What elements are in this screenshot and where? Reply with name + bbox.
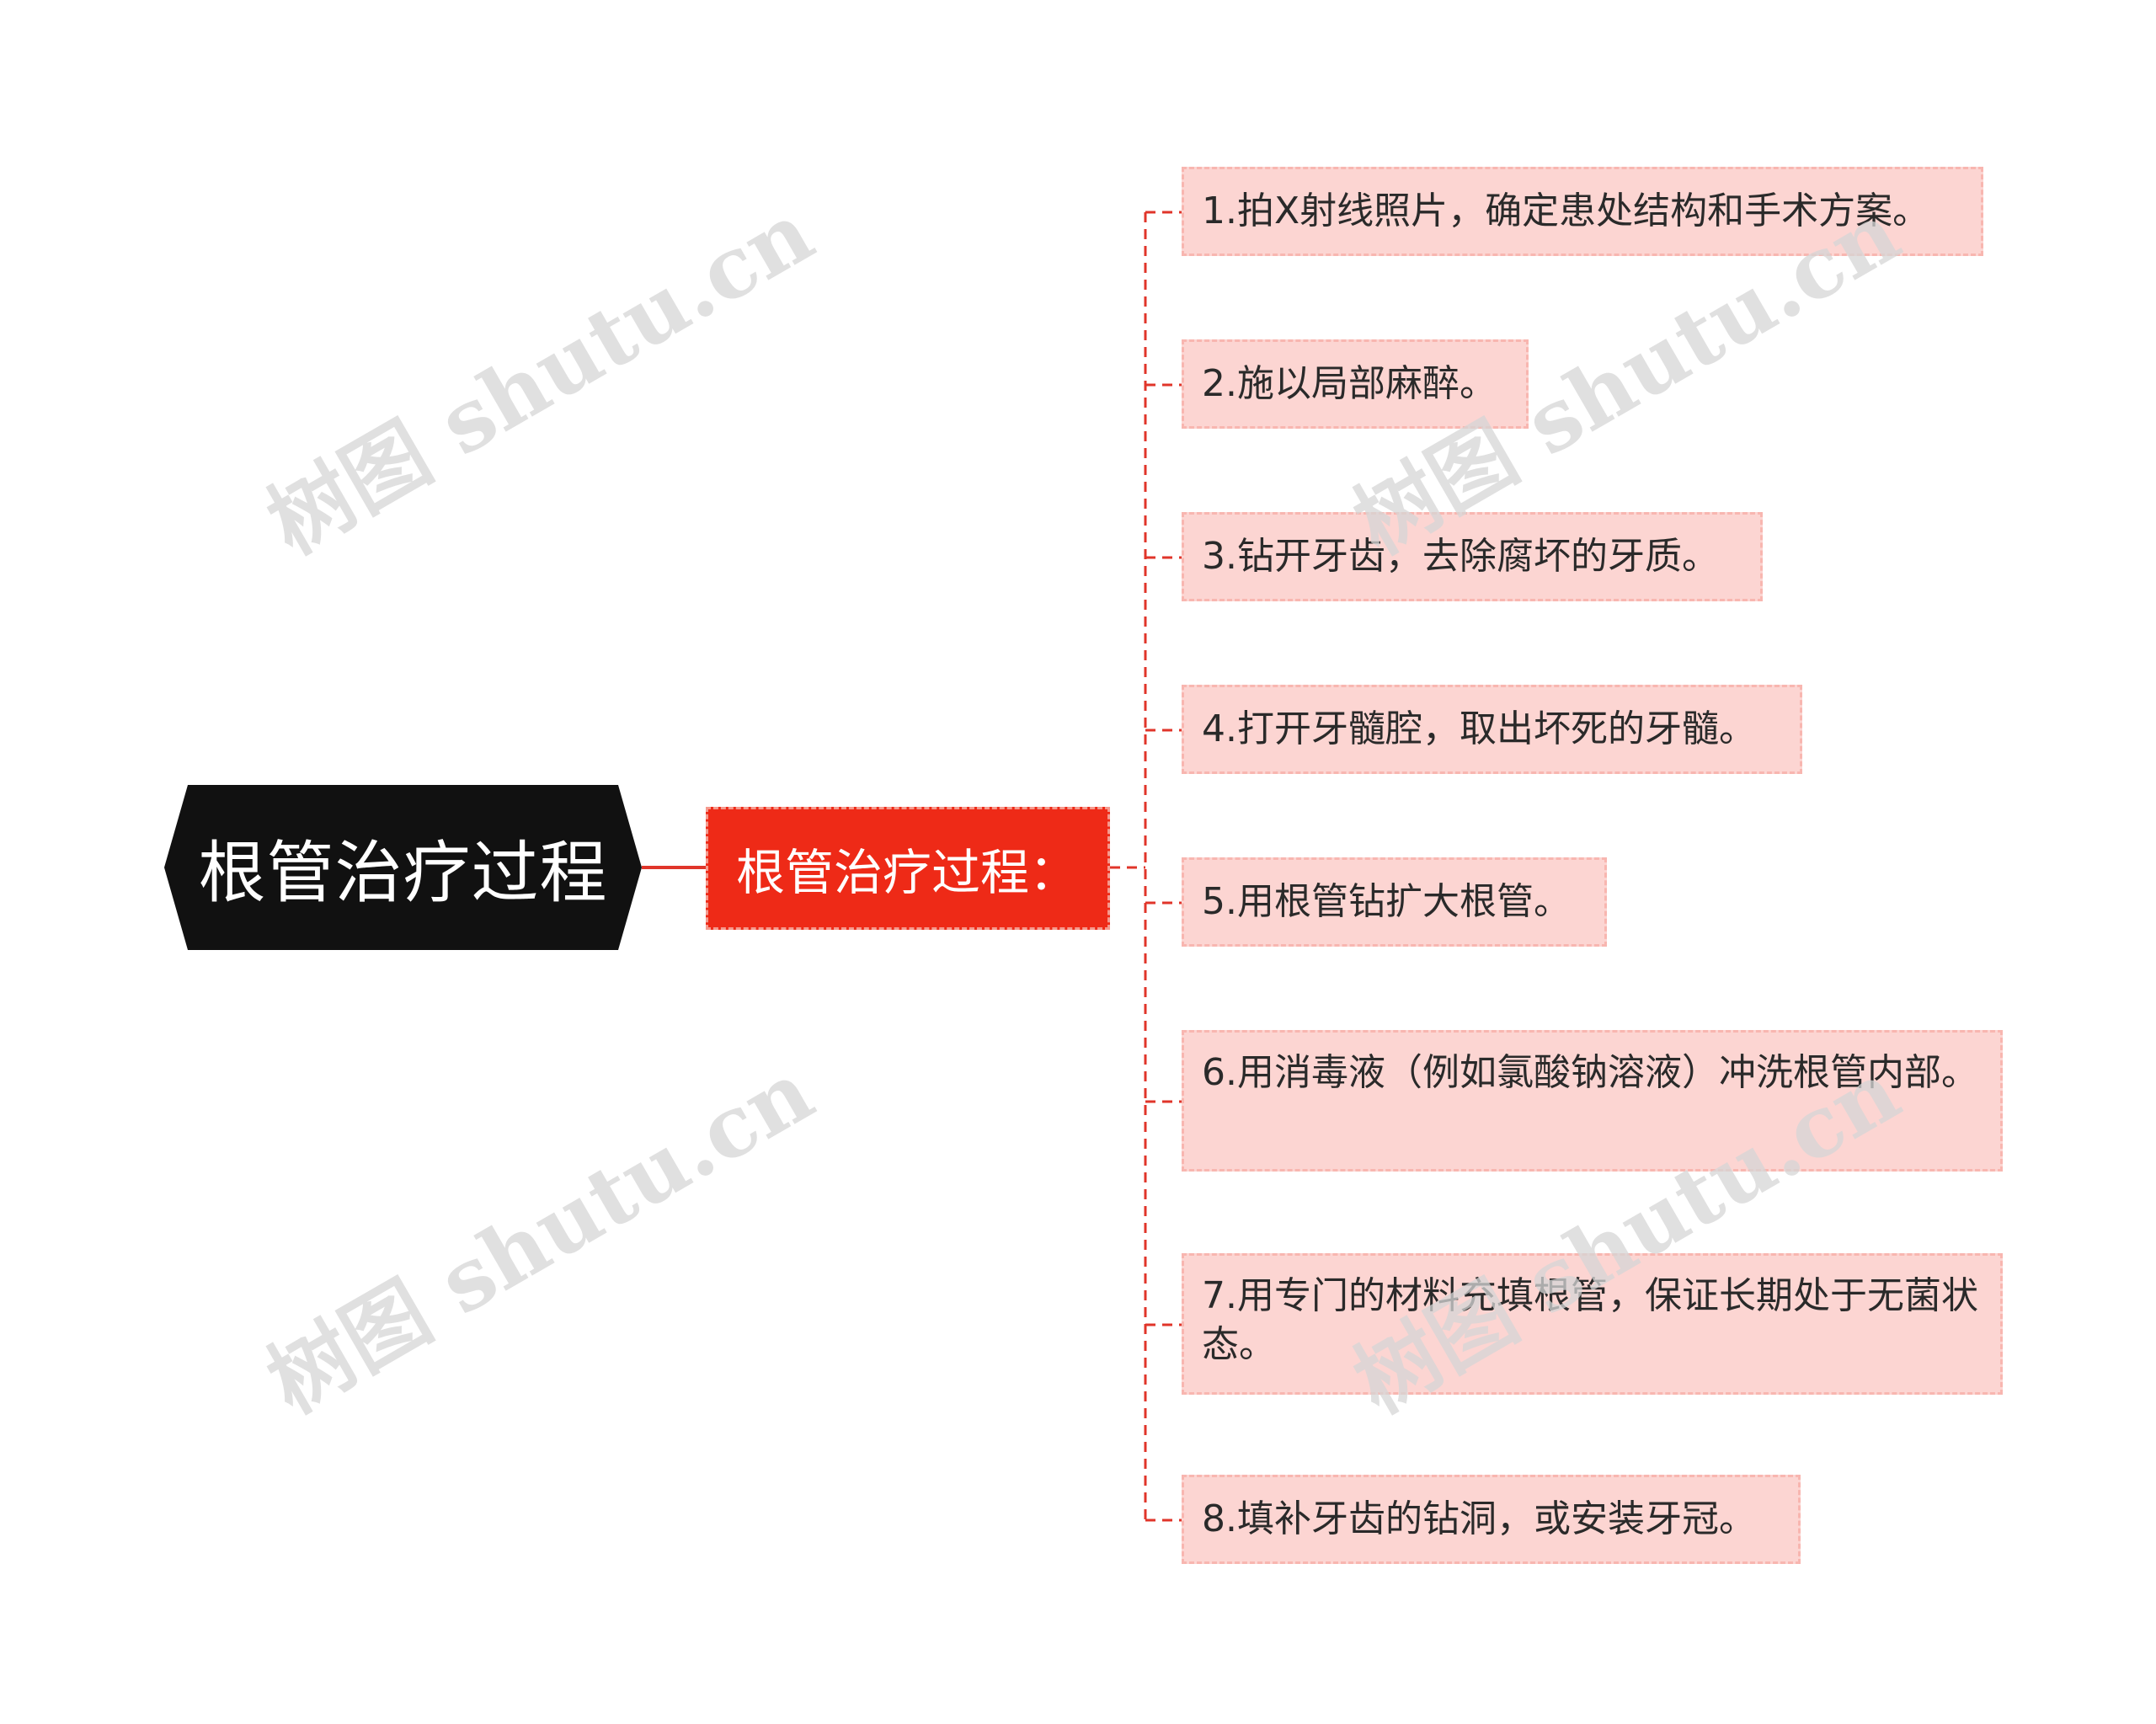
leaf-topic-label: 1.拍X射线照片，确定患处结构和手术方案。 — [1202, 189, 1930, 232]
leaf-topic-label: 5.用根管钻扩大根管。 — [1202, 880, 1571, 923]
root-topic-label: 根管治疗过程 — [198, 834, 608, 912]
leaf-topic-label: 8.填补牙齿的钻洞，或安装牙冠。 — [1202, 1497, 1756, 1540]
leaf-topic-6[interactable]: 6.用消毒液（例如氯酸钠溶液）冲洗根管内部。 — [1182, 1030, 2003, 1172]
branch-topic[interactable]: 根管治疗过程： — [706, 807, 1110, 930]
leaf-topic-label: 4.打开牙髓腔，取出坏死的牙髓。 — [1202, 707, 1756, 750]
leaf-topic-8[interactable]: 8.填补牙齿的钻洞，或安装牙冠。 — [1182, 1475, 1801, 1564]
leaf-topic-3[interactable]: 3.钻开牙齿，去除腐坏的牙质。 — [1182, 512, 1763, 601]
root-topic[interactable]: 根管治疗过程 — [164, 785, 642, 950]
leaf-topic-2[interactable]: 2.施以局部麻醉。 — [1182, 339, 1529, 429]
leaf-topic-1[interactable]: 1.拍X射线照片，确定患处结构和手术方案。 — [1182, 167, 1983, 256]
leaf-topic-4[interactable]: 4.打开牙髓腔，取出坏死的牙髓。 — [1182, 685, 1802, 774]
leaf-topic-5[interactable]: 5.用根管钻扩大根管。 — [1182, 857, 1607, 947]
leaf-topic-label: 6.用消毒液（例如氯酸钠溶液）冲洗根管内部。 — [1202, 1051, 1978, 1094]
branch-topic-label: 根管治疗过程： — [736, 844, 1079, 901]
leaf-topic-label: 3.钻开牙齿，去除腐坏的牙质。 — [1202, 535, 1719, 578]
leaf-topic-label: 7.用专门的材料充填根管，保证长期处于无菌状态。 — [1202, 1274, 1978, 1366]
leaf-topic-7[interactable]: 7.用专门的材料充填根管，保证长期处于无菌状态。 — [1182, 1253, 2003, 1395]
leaf-topic-label: 2.施以局部麻醉。 — [1202, 362, 1497, 405]
